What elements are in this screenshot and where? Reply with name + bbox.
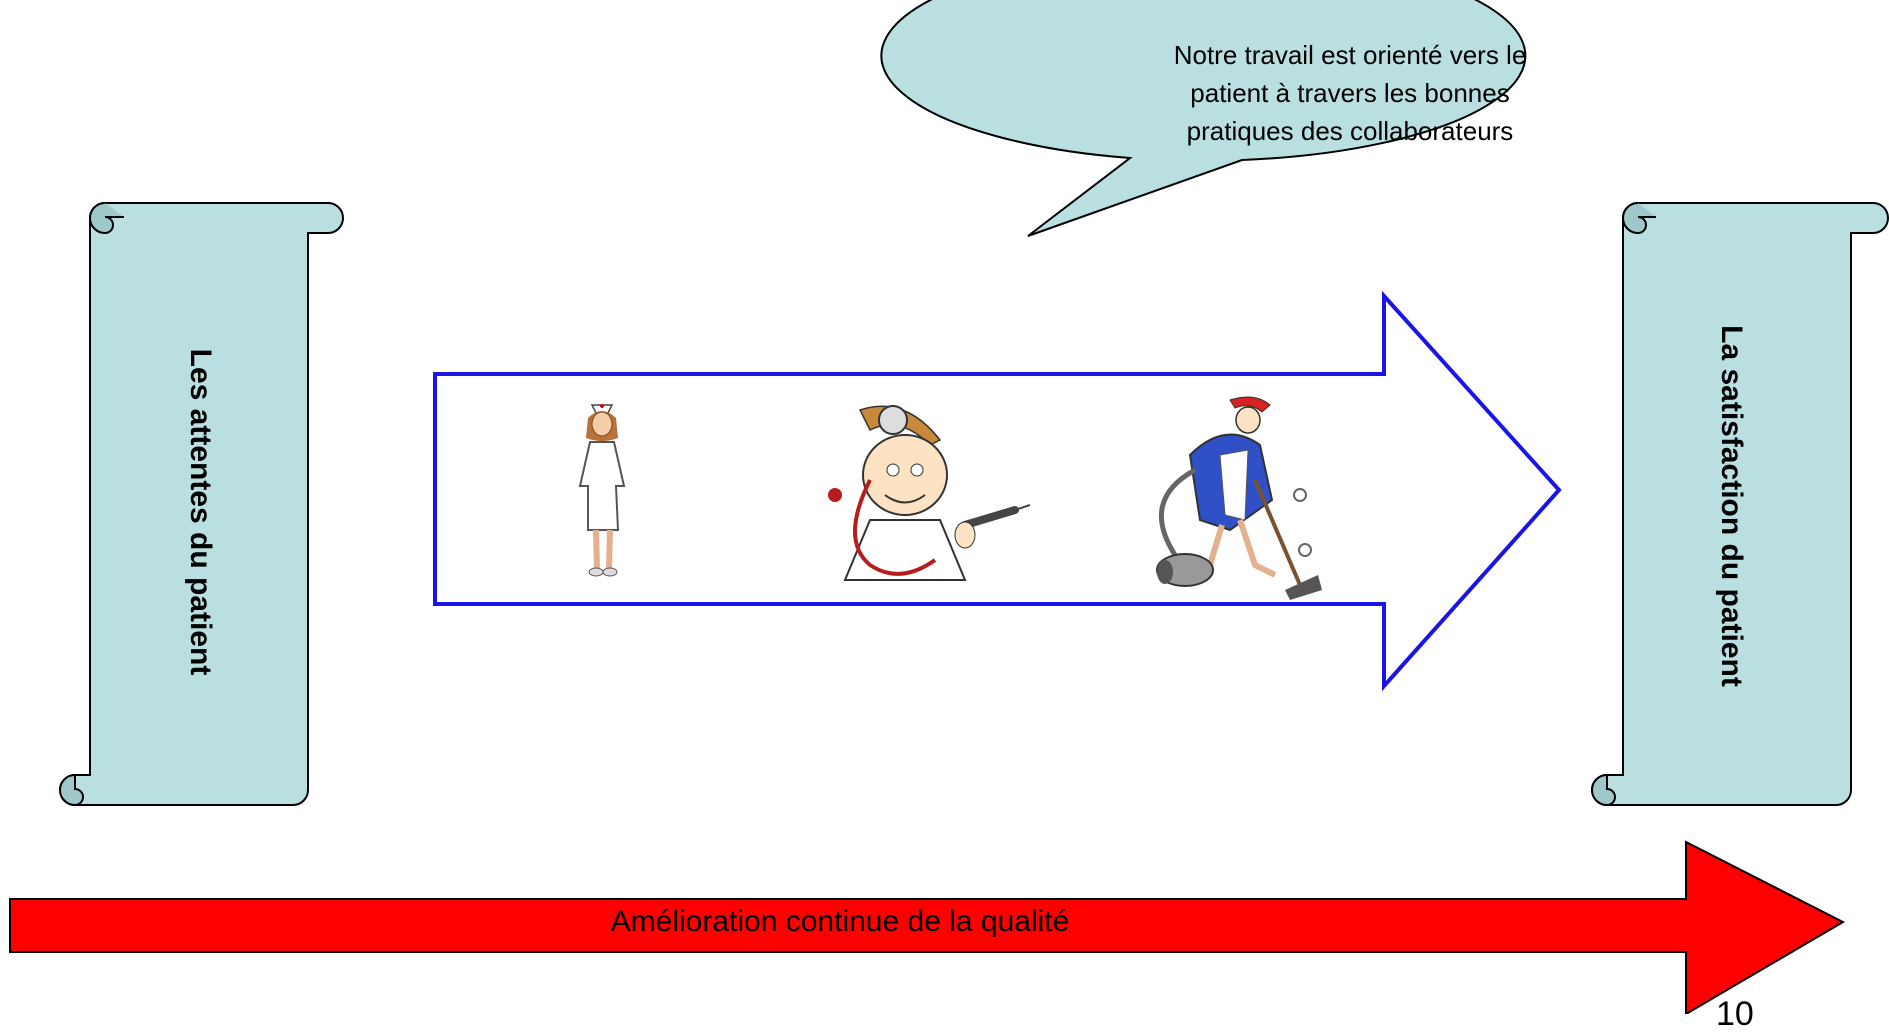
callout-text: Notre travail est orienté vers le patien…: [1070, 36, 1630, 150]
improvement-arrow: [9, 840, 1846, 1014]
cleaner-icon: [1156, 396, 1322, 600]
callout-line: Notre travail est orienté vers le: [1173, 40, 1527, 70]
process-arrow: [433, 290, 1562, 692]
right-scroll-label: La satisfaction du patient: [1715, 325, 1748, 687]
callout-line: pratiques des collaborateurs: [1186, 116, 1514, 146]
left-scroll: [59, 202, 344, 807]
left-scroll-label: Les attentes du patient: [184, 348, 217, 676]
nurse-icon: [578, 404, 626, 577]
callout-line: patient à travers les bonnes: [1190, 78, 1510, 108]
doctor-icon: [828, 405, 1031, 581]
speech-callout: [880, 0, 1527, 237]
improvement-arrow-label: Amélioration continue de la qualité: [610, 905, 1070, 938]
callout-bubble: [880, 0, 1527, 237]
right-scroll: [1591, 202, 1889, 807]
page-number: 10: [1716, 995, 1754, 1033]
